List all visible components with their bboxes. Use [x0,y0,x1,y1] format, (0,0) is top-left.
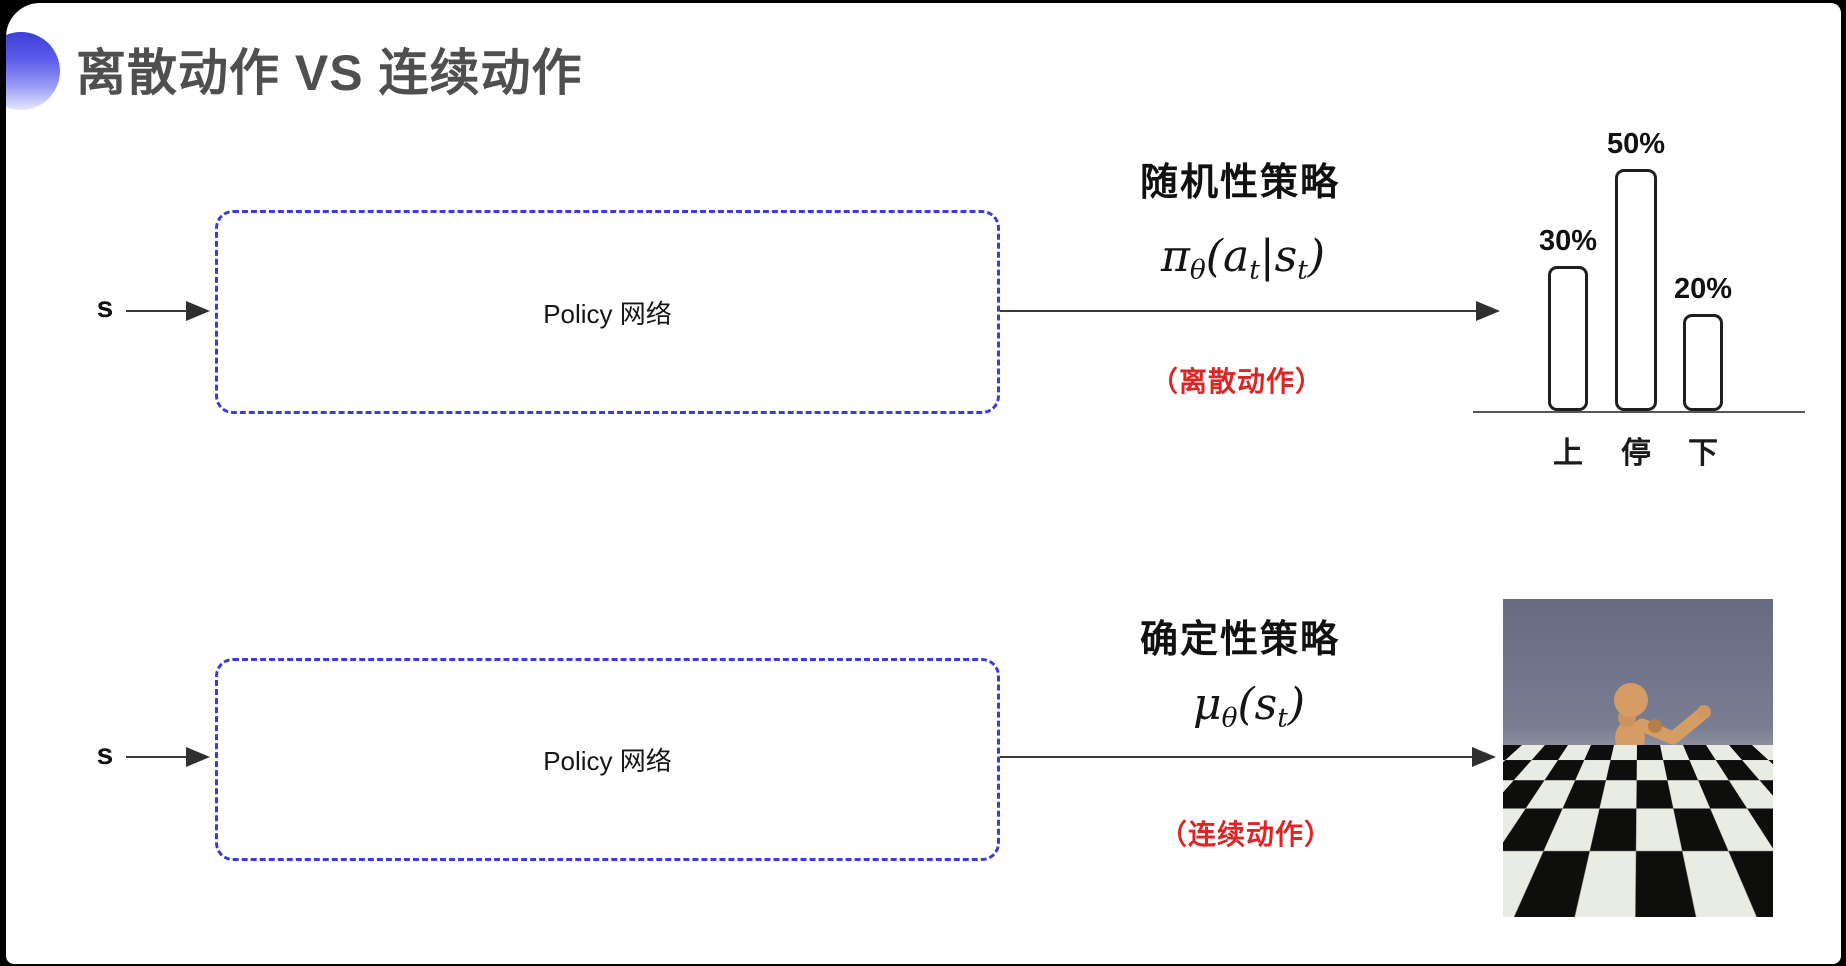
category-label-up: 上 [1553,437,1583,470]
discrete-action-note: （离散动作） [1149,366,1324,397]
policy-network-box-bottom-label: Policy 网络 [543,746,672,776]
bar-value-label-up: 30% [1538,225,1598,257]
formula-t-sub: t [1249,254,1260,286]
bar-column-up: 30% [1533,110,1603,411]
bar-column-down: 20% [1668,110,1738,411]
chart-baseline [1473,411,1805,413]
slide-title: 离散动作 VS 连续动作 [76,45,583,101]
state-input-label-bottom: s [96,738,114,771]
bar-value-label-stop: 50% [1606,128,1666,160]
formula-close-b: ) [1287,679,1306,730]
formula-open-s: (s [1237,679,1278,730]
formula-mu: μ [1192,679,1222,730]
formula-t-sub-b: t [1277,702,1288,734]
formula-theta-sub-b: θ [1221,702,1238,734]
stochastic-policy-formula: πθ(at|st) [1043,231,1443,285]
action-probability-chart: 30% 50% 20% 上 停 下 [1470,110,1815,490]
formula-t-sub2: t [1297,254,1308,286]
bar-value-label-down: 20% [1673,273,1733,305]
formula-theta-sub: θ [1189,254,1206,286]
humanoid-robot-figure [1563,683,1711,913]
deterministic-policy-formula: μθ(st) [1049,679,1449,733]
bar-down [1683,314,1723,411]
slide: 离散动作 VS 连续动作 s Policy 网络 随机性策略 πθ(at|st)… [6,3,1841,964]
title-bullet-sphere-icon [6,32,60,110]
formula-pi: π [1160,231,1190,282]
policy-network-box-top-label: Policy 网络 [543,298,672,329]
category-label-stop: 停 [1621,437,1651,470]
humanoid-simulation-image [1503,599,1773,917]
policy-network-box-bottom: Policy 网络 [215,658,1000,861]
stochastic-policy-heading: 随机性策略 [1139,162,1340,204]
state-input-label-top: s [96,291,114,324]
category-label-down: 下 [1688,437,1718,470]
continuous-action-note: （连续动作） [1158,819,1333,850]
formula-open-a: (a [1205,231,1250,282]
policy-network-box-top: Policy 网络 [215,210,1000,414]
formula-close: ) [1307,231,1325,282]
bar-stop [1615,169,1657,411]
deterministic-policy-heading: 确定性策略 [1139,619,1340,661]
formula-bar-s: |s [1259,231,1298,282]
bar-column-stop: 50% [1601,110,1671,411]
bar-up [1548,266,1588,411]
